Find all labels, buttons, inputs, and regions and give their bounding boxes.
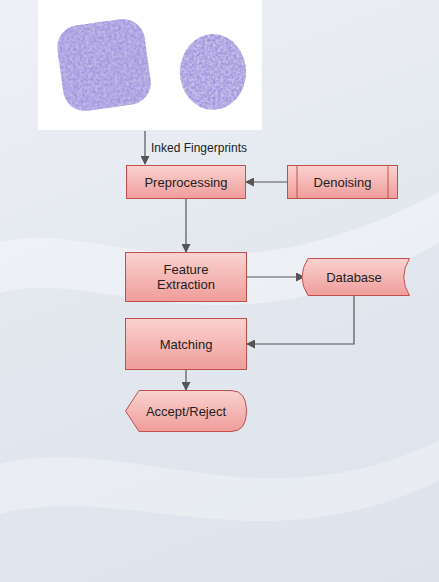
fingerprint-right bbox=[180, 34, 246, 110]
node-label: Feature Extraction bbox=[146, 262, 226, 292]
database-shape: Database bbox=[298, 258, 410, 296]
text-holder: Matching bbox=[125, 318, 247, 370]
node-label: Accept/Reject bbox=[146, 404, 226, 419]
text-holder: Preprocessing bbox=[126, 165, 246, 199]
flow-arrow bbox=[247, 276, 304, 277]
display-shape: Accept/Reject bbox=[125, 390, 247, 432]
node-label: Denoising bbox=[314, 175, 372, 190]
text-holder: Denoising bbox=[287, 165, 398, 199]
image-panel bbox=[38, 0, 262, 130]
flow-arrow bbox=[246, 181, 287, 182]
flow-arrow bbox=[185, 199, 186, 252]
node-label: Matching bbox=[160, 337, 213, 352]
background-swirl bbox=[0, 430, 439, 521]
predefined-process: Denoising bbox=[287, 165, 398, 199]
flow-arrow bbox=[185, 370, 186, 390]
text-holder: Accept/Reject bbox=[125, 390, 247, 432]
flow-label: Inked Fingerprints bbox=[151, 141, 247, 155]
text-holder: Feature Extraction bbox=[125, 252, 247, 302]
process-box: Matching bbox=[125, 318, 247, 370]
process-box: Feature Extraction bbox=[125, 252, 247, 302]
text-holder: Database bbox=[298, 258, 410, 296]
process-box: Preprocessing bbox=[126, 165, 246, 199]
node-label: Database bbox=[326, 270, 382, 285]
input-arrow bbox=[144, 131, 145, 164]
flow-arrow bbox=[247, 296, 354, 344]
fingerprint-left bbox=[54, 16, 153, 113]
node-label: Preprocessing bbox=[144, 175, 227, 190]
